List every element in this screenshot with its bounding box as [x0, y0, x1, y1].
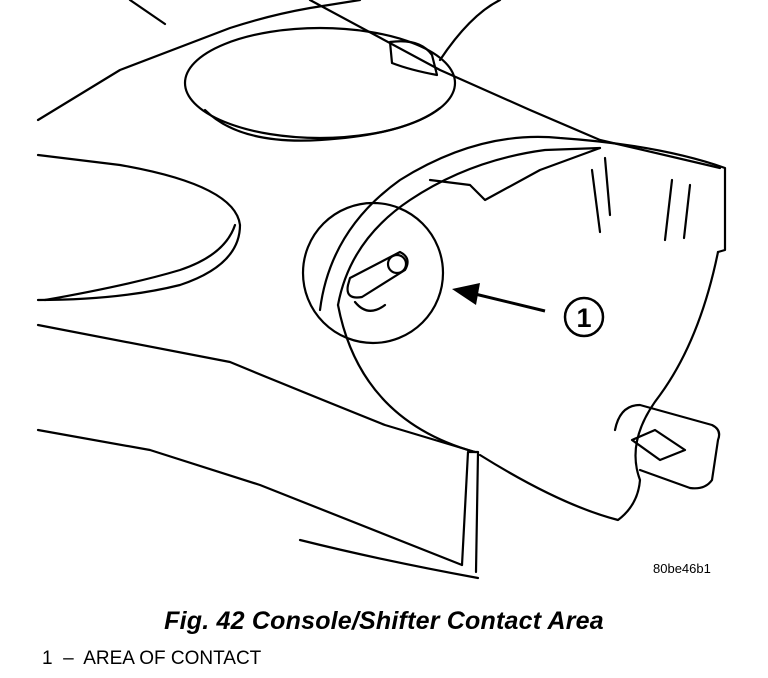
figure-id-code: 80be46b1 — [653, 561, 711, 576]
callout-1-circle — [563, 296, 605, 338]
shifter-bezel-body — [478, 250, 720, 522]
legend-number: 1 — [42, 648, 53, 669]
slot-pin — [386, 253, 408, 275]
detail-circle — [301, 201, 445, 345]
shifter-bezel-outer — [318, 135, 727, 312]
bezel-ridge-1 — [590, 168, 602, 234]
shifter-bezel-inner — [336, 146, 602, 307]
slot-rim — [353, 300, 387, 312]
bezel-ridge-2 — [603, 156, 612, 217]
cup-holder-rear — [36, 153, 242, 302]
cup-holder-lip — [388, 40, 439, 77]
legend-item: 1 – AREA OF CONTACT — [42, 648, 261, 670]
callout-arrow — [452, 283, 546, 313]
cup-holder-front-inner — [203, 106, 442, 142]
release-tab-inner — [630, 428, 687, 462]
console-base — [298, 538, 480, 580]
bezel-step — [428, 146, 602, 202]
legend-separator: – — [63, 648, 74, 669]
console-back-edge — [128, 0, 167, 26]
shifter-slot — [346, 250, 409, 299]
cup-holder-rear-inner — [43, 223, 237, 302]
callout-1: 1 — [563, 296, 605, 338]
console-shifter-illustration: 1 — [36, 0, 727, 580]
legend-text: AREA OF CONTACT — [83, 648, 262, 669]
console-side-upper — [36, 323, 477, 454]
console-side-edge — [460, 450, 480, 574]
release-tab — [613, 403, 721, 490]
console-right-edge — [308, 0, 722, 170]
figure-caption: Fig. 42 Console/Shifter Contact Area — [164, 607, 604, 635]
console-side-lower — [36, 428, 464, 567]
callout-1-number: 1 — [576, 303, 591, 333]
seat-curve — [438, 0, 502, 62]
bezel-ridge-3 — [663, 178, 674, 242]
cup-holder-front — [183, 26, 457, 140]
console-top-outline — [36, 0, 362, 122]
bezel-ridge-4 — [682, 183, 692, 240]
shifter-bezel-face — [336, 303, 477, 454]
